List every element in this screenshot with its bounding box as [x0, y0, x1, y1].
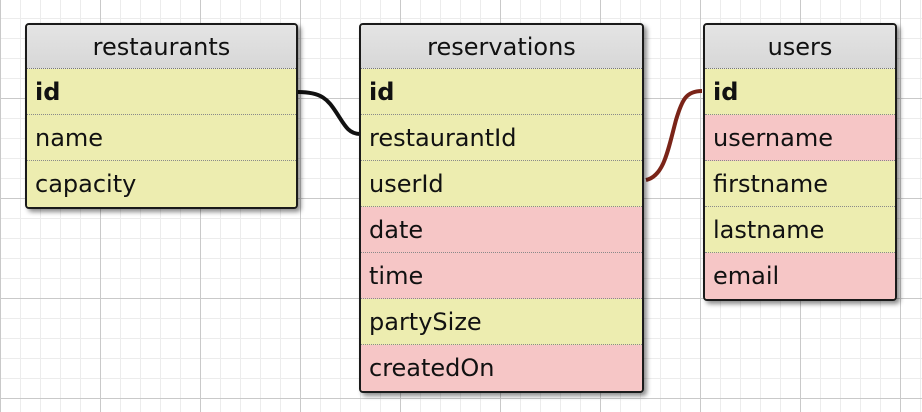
field-name[interactable]: name [27, 115, 296, 161]
field-time[interactable]: time [361, 253, 642, 299]
field-party-size[interactable]: partySize [361, 299, 642, 345]
field-lastname[interactable]: lastname [705, 207, 895, 253]
field-username[interactable]: username [705, 115, 895, 161]
table-restaurants[interactable]: restaurants id name capacity [25, 23, 298, 209]
field-email[interactable]: email [705, 253, 895, 299]
relation-users-reservations [645, 89, 703, 182]
field-created-on[interactable]: createdOn [361, 345, 642, 391]
field-restaurant-id[interactable]: restaurantId [361, 115, 642, 161]
table-title: reservations [361, 25, 642, 69]
table-reservations[interactable]: reservations id restaurantId userId date… [359, 23, 644, 393]
field-id[interactable]: id [27, 69, 296, 115]
table-title: users [705, 25, 895, 69]
field-date[interactable]: date [361, 207, 642, 253]
field-firstname[interactable]: firstname [705, 161, 895, 207]
field-id[interactable]: id [705, 69, 895, 115]
field-user-id[interactable]: userId [361, 161, 642, 207]
table-title: restaurants [27, 25, 296, 69]
field-capacity[interactable]: capacity [27, 161, 296, 207]
relation-restaurants-reservations [297, 90, 361, 136]
field-id[interactable]: id [361, 69, 642, 115]
table-users[interactable]: users id username firstname lastname ema… [703, 23, 897, 301]
